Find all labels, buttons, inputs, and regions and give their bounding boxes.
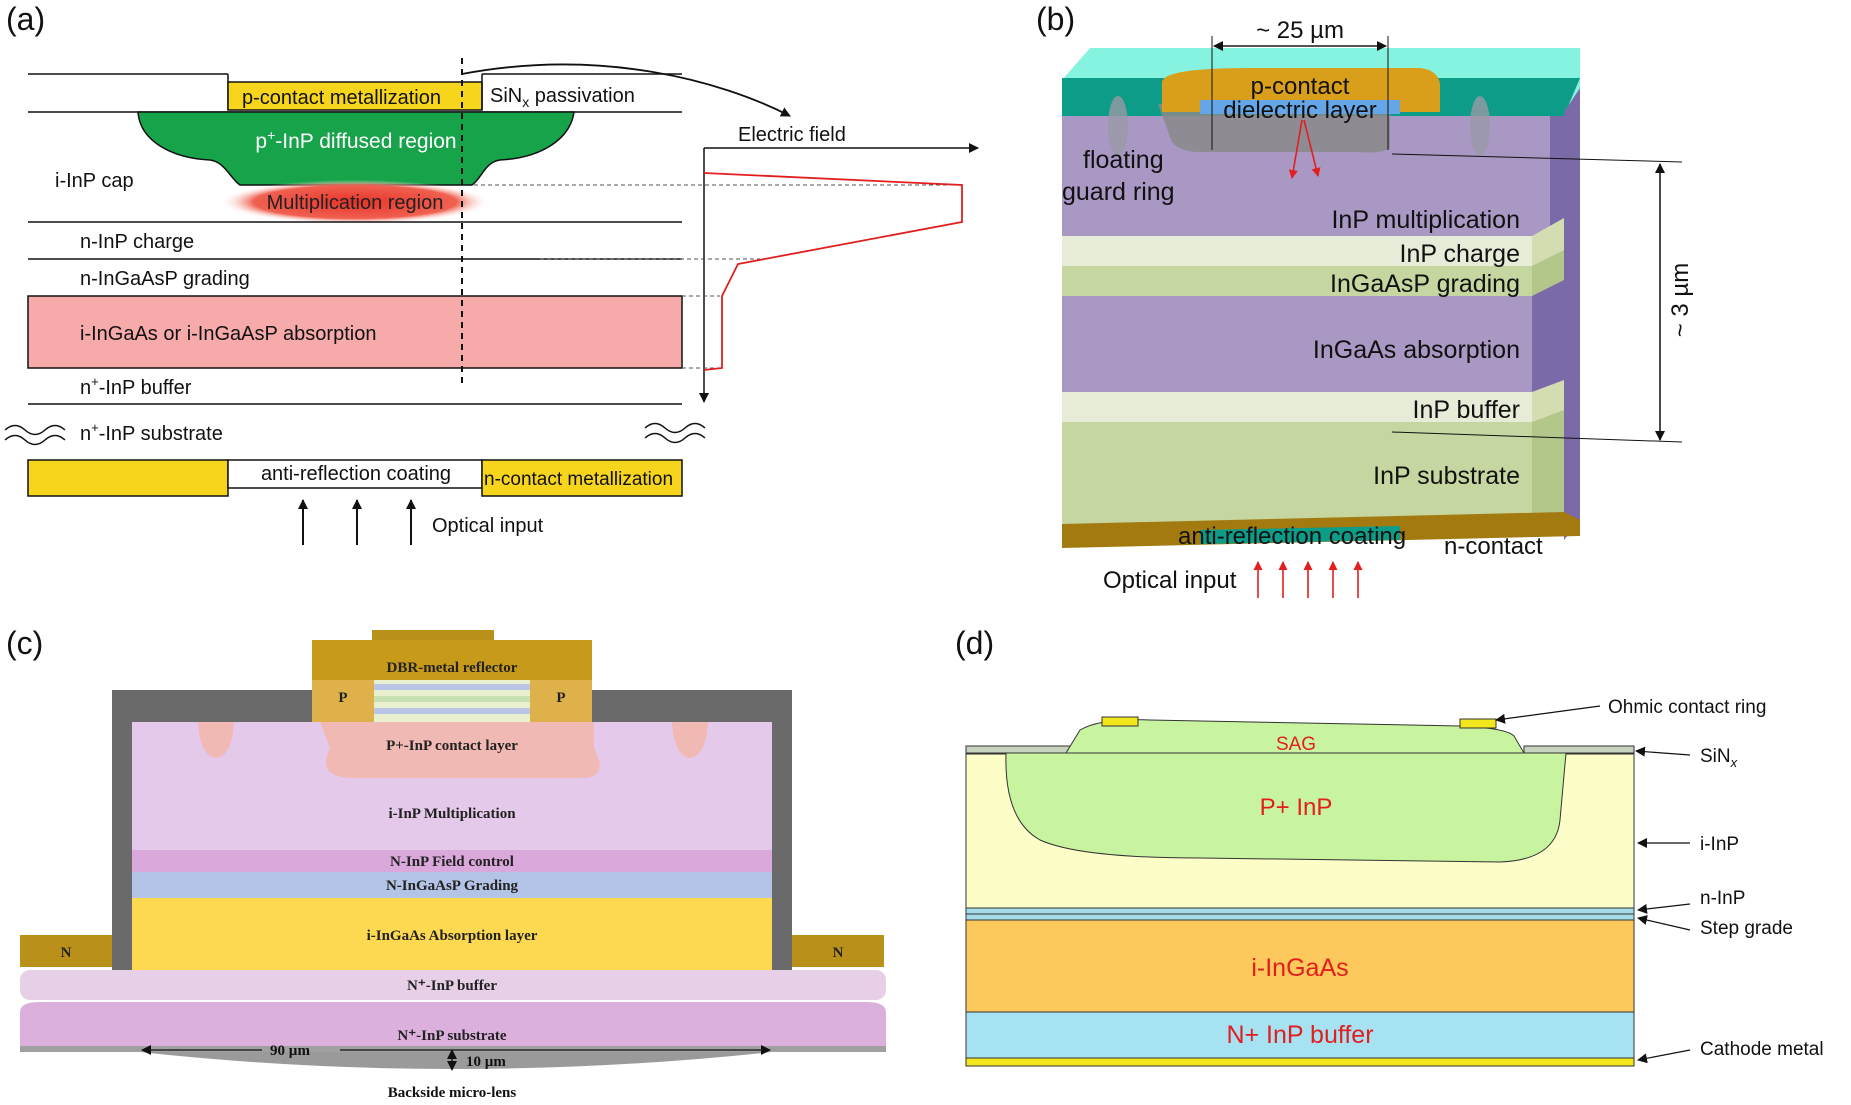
- c-contact-label: P+-InP contact layer: [386, 738, 518, 754]
- b-substrate-label: InP substrate: [1373, 462, 1520, 490]
- a-n-contact-left: [27, 459, 229, 497]
- d-buffer-layer: [965, 1011, 1635, 1059]
- c-absorption-label: i-InGaAs Absorption layer: [367, 928, 538, 944]
- c-substrate-layer: [20, 1002, 886, 1048]
- c-buffer-label: N⁺-InP buffer: [407, 978, 497, 994]
- d-ohmic-right: [1459, 718, 1497, 729]
- c-microlens-label: Backside micro-lens: [388, 1085, 517, 1101]
- b-guard-ring-label-1: floating: [1083, 146, 1164, 174]
- b-guard-ring-label-2: guard ring: [1062, 178, 1175, 206]
- d-i-ingaas-layer: [965, 919, 1635, 1013]
- b-grading-layer: [1062, 266, 1564, 296]
- c-contact-layer: [320, 722, 600, 778]
- a-sinx-label: SiNx passivation: [490, 85, 635, 110]
- c-multiplication-label: i-InP Multiplication: [388, 806, 516, 822]
- c-substrate-label: N⁺-InP substrate: [397, 1028, 507, 1044]
- a-multiplication-region: [220, 180, 490, 224]
- c-p-right-label: P: [556, 690, 565, 706]
- d-i-inp-label: i-InP: [1700, 834, 1739, 855]
- b-absorption-label: InGaAs absorption: [1313, 336, 1520, 364]
- c-absorption-layer: [132, 898, 772, 970]
- panel-b: (b) p-contact dielectric layer: [1036, 1, 1694, 598]
- c-height-dim: 10 µm: [466, 1054, 506, 1070]
- panel-b-label: (b): [1036, 1, 1075, 37]
- d-sinx-label: SiNx: [1700, 746, 1738, 770]
- a-substrate-label: n+-InP substrate: [80, 420, 223, 445]
- d-n-inp-label: n-InP: [1700, 888, 1745, 909]
- b-multiplication-label: InP multiplication: [1331, 206, 1520, 234]
- c-n-right-label: N: [833, 945, 844, 961]
- b-dielectric: [1200, 100, 1400, 114]
- c-n-contact-left: [20, 935, 112, 967]
- a-arc-label: anti-reflection coating: [261, 463, 451, 485]
- b-buffer-layer: [1062, 392, 1564, 422]
- a-absorption-label: i-InGaAs or i-InGaAsP absorption: [80, 323, 376, 345]
- panel-a-label: (a): [6, 1, 45, 37]
- c-p-contact-right: [530, 680, 592, 722]
- b-arc-label: anti-reflection coating: [1178, 523, 1406, 550]
- a-absorption-layer: [27, 295, 683, 369]
- d-step-grade-layer: [965, 913, 1635, 921]
- d-sinx-right: [1523, 745, 1635, 755]
- d-step-grade-label: Step grade: [1700, 918, 1793, 939]
- c-p-contact-left: [312, 680, 374, 722]
- c-p-left-label: P: [338, 690, 347, 706]
- b-buffer-label: InP buffer: [1413, 396, 1521, 424]
- d-cathode-label: Cathode metal: [1700, 1039, 1824, 1060]
- b-n-contact-label: n-contact: [1444, 533, 1543, 560]
- c-n-left-label: N: [61, 945, 72, 961]
- c-n-contact-right: [792, 935, 884, 967]
- c-width-dim: 90 µm: [270, 1043, 310, 1059]
- a-n-contact-right: [481, 459, 683, 497]
- a-buffer-label: n+-InP buffer: [80, 374, 192, 399]
- c-grading-layer: [132, 872, 772, 898]
- a-charge-label: n-InP charge: [80, 231, 194, 253]
- panel-a: (a) p-contact metallization SiNx passiva…: [4, 1, 979, 545]
- d-p-inp-region: [1005, 752, 1567, 863]
- c-microlens: [140, 1052, 772, 1069]
- b-optical-input-label: Optical input: [1103, 567, 1237, 594]
- a-field-profile: [703, 172, 963, 371]
- panel-d-label: (d): [955, 625, 994, 661]
- b-width-dim: ~ 25 µm: [1256, 17, 1344, 44]
- a-p-diffused-region: [137, 111, 575, 186]
- panel-c-label: (c): [6, 625, 43, 661]
- d-sag-label: SAG: [1276, 734, 1316, 755]
- c-field-control-label: N-InP Field control: [390, 854, 514, 870]
- a-p-contact-label: p-contact metallization: [242, 87, 441, 109]
- b-height-dim: ~ 3 µm: [1667, 263, 1694, 338]
- c-grading-label: N-InGaAsP Grading: [386, 878, 519, 894]
- b-substrate-layer: [1062, 422, 1564, 524]
- d-i-ingaas-label: i-InGaAs: [1251, 954, 1348, 982]
- c-dbr-metal: [312, 640, 592, 680]
- d-n-inp-layer: [965, 907, 1635, 915]
- a-optical-input-label: Optical input: [432, 515, 544, 537]
- b-p-contact-label: p-contact: [1251, 73, 1350, 100]
- b-charge-layer: [1062, 236, 1564, 266]
- a-p-region-label: p+-InP diffused region: [255, 127, 456, 153]
- c-field-control-layer: [132, 850, 772, 872]
- d-p-inp-label: P+ InP: [1260, 794, 1333, 821]
- b-charge-label: InP charge: [1400, 240, 1520, 268]
- b-arc: [1200, 526, 1400, 544]
- panel-d: (d) SAG P+ InP i-InGaAs N+ InP buffer Oh…: [955, 625, 1824, 1067]
- a-cap-label: i-InP cap: [55, 170, 134, 192]
- c-dbr-label: DBR-metal reflector: [387, 660, 518, 676]
- panel-c: (c) DBR-metal reflector P P P+-InP conta…: [6, 625, 886, 1101]
- b-grading-label: InGaAsP grading: [1330, 270, 1520, 298]
- a-grading-label: n-InGaAsP grading: [80, 268, 250, 290]
- b-absorption-layer: [1062, 296, 1564, 392]
- d-cathode-metal: [965, 1057, 1635, 1067]
- d-ohmic-left: [1101, 716, 1139, 727]
- d-buffer-label: N+ InP buffer: [1226, 1021, 1373, 1049]
- b-dielectric-label: dielectric layer: [1223, 97, 1376, 124]
- c-buffer-layer: [20, 970, 886, 1000]
- a-multiplication-label: Multiplication region: [267, 192, 444, 214]
- a-electric-field-label: Electric field: [738, 124, 846, 146]
- d-ohmic-label: Ohmic contact ring: [1608, 697, 1766, 718]
- d-sag-layer: [1065, 719, 1525, 754]
- a-n-contact-label: n-contact metallization: [484, 469, 673, 490]
